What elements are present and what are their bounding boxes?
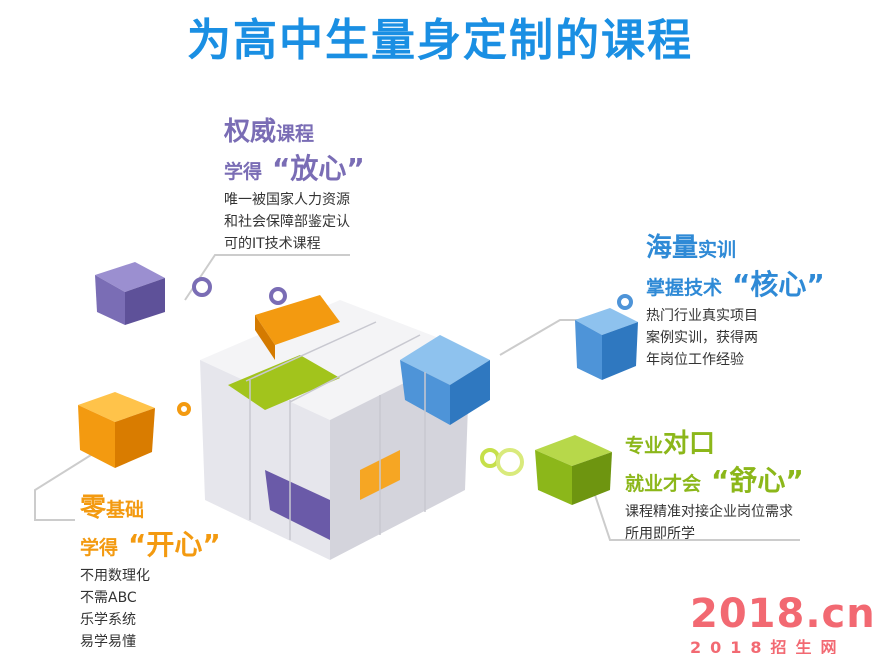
desc-line: 课程精准对接企业岗位需求 (625, 504, 793, 520)
desc-line: 案例实训，获得两 (646, 330, 758, 346)
section-practice: 海量实训 掌握技术 “核心” 热门行业真实项目案例实训，获得两年岗位工作经验 (646, 230, 825, 371)
desc-line: 唯一被国家人力资源 (224, 192, 350, 208)
subheading: 掌握技术 (646, 277, 723, 299)
heading-small: 课程 (276, 123, 315, 145)
desc-line: 可的IT技术课程 (224, 236, 321, 252)
heading-big: 权威 (224, 117, 277, 147)
quote: “核心” (732, 268, 825, 301)
section-authority: 权威课程 学得 “放心” 唯一被国家人力资源和社会保障部鉴定认可的IT技术课程 (224, 114, 365, 255)
subheading: 就业才会 (625, 473, 702, 495)
orange-cube (78, 392, 155, 468)
page-title: 为高中生量身定制的课程 (187, 15, 693, 66)
heading-big: 对口 (663, 429, 716, 459)
subheading: 学得 (80, 537, 119, 559)
blue-cube (575, 308, 638, 380)
heading-big: 海量 (646, 233, 699, 263)
main-cube (200, 295, 490, 560)
desc-line: 所用即所学 (625, 526, 695, 542)
quote: “舒心” (711, 464, 804, 497)
watermark-small: 2018招生网 (690, 638, 846, 654)
desc-line: 易学易懂 (80, 634, 136, 650)
watermark-logo: 2018.cn 2018招生网 (690, 594, 876, 654)
heading-big: 零 (80, 493, 107, 523)
heading-small: 实训 (698, 239, 737, 261)
section-job-match: 专业对口 就业才会 “舒心” 课程精准对接企业岗位需求所用即所学 (625, 426, 804, 545)
purple-cube (95, 262, 165, 325)
watermark-big: 2018.cn (690, 591, 876, 637)
desc-line: 年岗位工作经验 (646, 352, 744, 368)
heading-small: 基础 (106, 499, 145, 521)
green-cube (535, 435, 612, 505)
desc-line: 热门行业真实项目 (646, 308, 758, 324)
quote: “开心” (128, 528, 221, 561)
desc-line: 乐学系统 (80, 612, 136, 628)
desc-line: 不需ABC (80, 590, 137, 606)
quote: “放心” (272, 152, 365, 185)
section-zero-basics: 零基础 学得 “开心” 不用数理化不需ABC 乐学系统易学易懂 (80, 490, 221, 653)
heading-small: 专业 (625, 435, 664, 457)
desc-line: 和社会保障部鉴定认 (224, 214, 350, 230)
desc-line: 不用数理化 (80, 568, 150, 584)
subheading: 学得 (224, 161, 263, 183)
decorative-circles (177, 277, 633, 476)
